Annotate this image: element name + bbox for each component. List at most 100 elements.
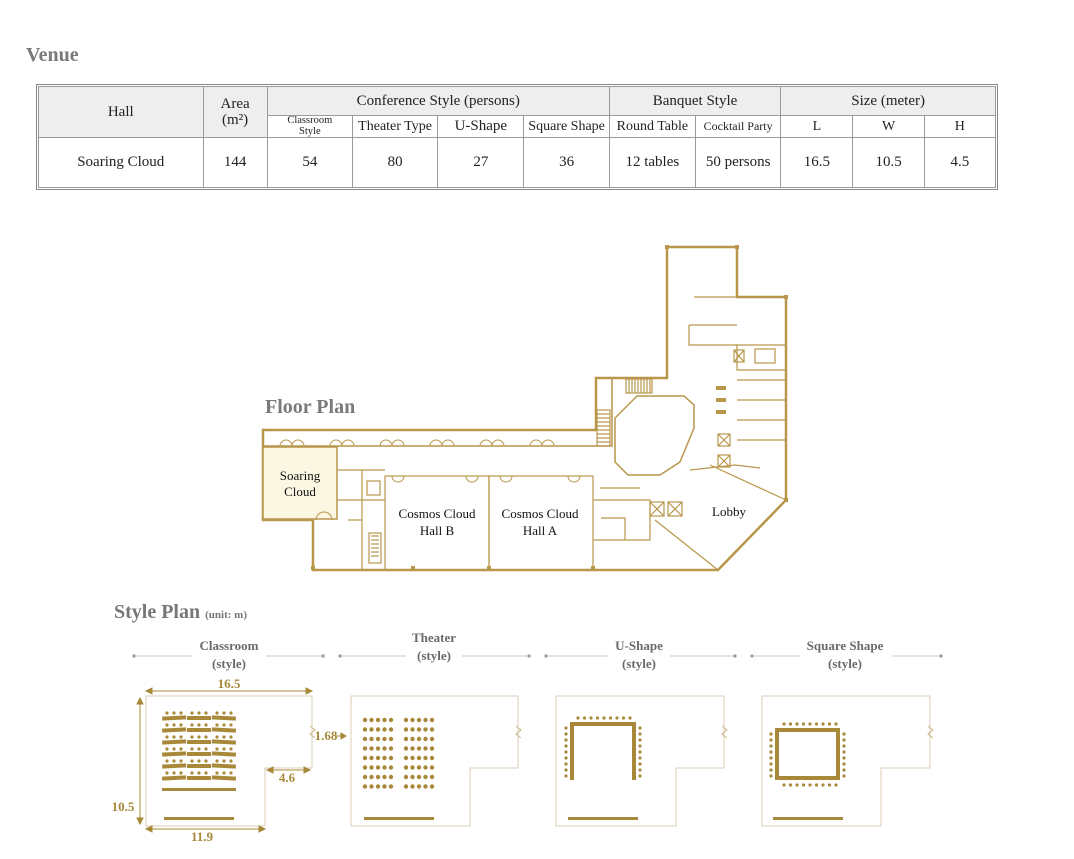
classroom-seat — [190, 771, 194, 775]
ushape-seat — [602, 716, 606, 720]
classroom-seat — [204, 747, 208, 751]
theater-seat — [382, 717, 387, 723]
ushape-title-1: U-Shape — [615, 638, 663, 653]
classroom-seat — [215, 723, 219, 727]
classroom-seat — [197, 723, 201, 727]
ushape-seat — [638, 756, 642, 760]
theater-seat — [403, 784, 409, 789]
cell-round: 12 tables — [608, 137, 697, 188]
theater-seat — [423, 717, 428, 723]
theater-seat — [416, 746, 422, 751]
classroom-desks — [162, 711, 236, 791]
theater-seat — [423, 774, 428, 780]
floor-plan-heading: Floor Plan — [265, 396, 356, 418]
dim-notch: 4.6 — [279, 770, 296, 785]
classroom-desk — [187, 776, 211, 780]
theater-seat — [403, 755, 409, 761]
classroom-desk — [211, 751, 236, 757]
classroom-seat — [179, 723, 183, 727]
square-seat — [842, 732, 846, 736]
classroom-seat — [190, 759, 194, 763]
hall-a-room[interactable] — [488, 475, 594, 571]
theater-seat — [423, 755, 428, 761]
ushape-seat — [564, 756, 568, 760]
soaring-cloud-room[interactable] — [262, 446, 338, 520]
classroom-seat — [222, 747, 226, 751]
theater-seat — [410, 765, 415, 770]
classroom-seat — [172, 771, 176, 775]
classroom-desk — [211, 775, 236, 781]
classroom-seat — [179, 747, 183, 751]
classroom-seat — [215, 771, 219, 775]
square-seat — [801, 722, 806, 726]
theater-seat — [388, 755, 394, 761]
square-seat — [788, 783, 793, 787]
theater-seat — [375, 774, 381, 780]
square-seat — [814, 783, 819, 787]
ushape-seat — [638, 762, 642, 766]
theater-seat — [375, 727, 381, 732]
ushape-seat — [608, 716, 613, 720]
theater-seat — [382, 746, 387, 751]
square-seat — [769, 762, 773, 766]
classroom-seat — [197, 771, 201, 775]
theater-seat — [369, 727, 374, 732]
lobby-label: Lobby — [712, 504, 746, 519]
theater-seat — [388, 736, 394, 742]
theater-seat — [429, 727, 435, 732]
classroom-seat — [190, 723, 194, 727]
ushape-seat — [576, 716, 580, 720]
square-seat — [788, 722, 793, 726]
classroom-seat — [229, 735, 233, 739]
theater-seat — [382, 765, 387, 770]
classroom-seat — [197, 735, 201, 739]
theater-seat — [388, 727, 394, 732]
theater-seat — [375, 736, 381, 742]
square-seat — [842, 750, 846, 754]
theater-seat — [416, 717, 422, 723]
square-seat — [842, 756, 846, 760]
square-seat — [769, 768, 773, 772]
classroom-desk — [162, 775, 187, 781]
theater-seat — [362, 765, 368, 770]
classroom-desk — [211, 715, 236, 721]
classroom-title-2: (style) — [212, 656, 246, 671]
square-seat — [801, 783, 806, 787]
theater-seat — [388, 717, 394, 723]
theater-seat — [382, 774, 387, 780]
square-seat — [834, 783, 838, 787]
classroom-desk — [211, 727, 236, 733]
ushape-seat — [615, 716, 619, 720]
ushape-seat — [628, 716, 632, 720]
theater-seat — [403, 736, 409, 742]
dim-width: 10.5 — [112, 799, 135, 814]
square-tables — [775, 728, 840, 780]
classroom-seat — [229, 771, 233, 775]
classroom-desk — [187, 752, 211, 756]
classroom-seat — [215, 759, 219, 763]
classroom-seat — [204, 723, 208, 727]
classroom-seat — [229, 711, 233, 715]
theater-title-2: (style) — [417, 648, 451, 663]
theater-seat — [362, 717, 368, 723]
theater-seat — [416, 774, 422, 780]
theater-seat — [375, 746, 381, 751]
classroom-seat — [229, 759, 233, 763]
theater-seat — [416, 736, 422, 742]
theater-seat — [423, 765, 428, 770]
style-plan-heading: Style Plan (unit: m) — [114, 601, 247, 623]
classroom-room-outline — [145, 695, 313, 827]
square-seat — [808, 783, 812, 787]
classroom-seat — [229, 723, 233, 727]
classroom-seat — [222, 711, 226, 715]
square-seat — [769, 732, 773, 736]
classroom-seat — [172, 759, 176, 763]
theater-seat — [416, 765, 422, 770]
theater-seat — [423, 727, 428, 732]
theater-seat — [416, 784, 422, 789]
ushape-seat — [564, 738, 568, 742]
square-seat — [769, 750, 773, 754]
square-seat — [842, 762, 846, 766]
ushape-seat — [621, 716, 626, 720]
